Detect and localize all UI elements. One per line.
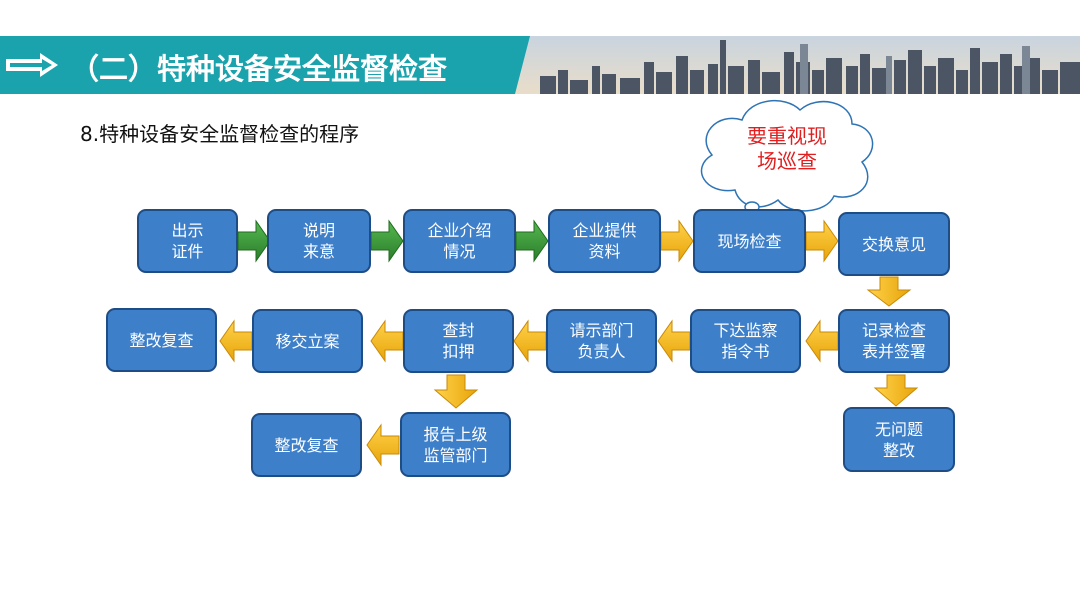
- step-record-form: 记录检查 表并签署: [838, 309, 950, 373]
- step-seal-detain: 查封 扣押: [403, 309, 514, 373]
- step-transfer-case: 移交立案: [252, 309, 363, 373]
- arrow-left-3: [513, 319, 547, 363]
- arrow-right-1: [237, 219, 271, 263]
- arrow-left-4: [370, 319, 404, 363]
- step-site-inspection: 现场检查: [693, 209, 806, 273]
- step-no-problem: 无问题 整改: [843, 407, 955, 472]
- step-company-materials: 企业提供 资料: [548, 209, 661, 273]
- step-company-intro: 企业介绍 情况: [403, 209, 516, 273]
- right-arrow-icon: [6, 53, 58, 77]
- callout-text: 要重视现 场巡查: [747, 124, 827, 173]
- arrow-left-6: [366, 423, 400, 467]
- step-report-superior: 报告上级 监管部门: [400, 412, 511, 477]
- arrow-down-1: [866, 276, 912, 307]
- arrow-right-5: [805, 219, 839, 263]
- header-banner: （二）特种设备安全监督检查: [0, 36, 1080, 94]
- step-exchange-opinions: 交换意见: [838, 212, 950, 276]
- arrow-down-2: [433, 374, 479, 409]
- arrow-left-1: [805, 319, 839, 363]
- step-ask-leader: 请示部门 负责人: [546, 309, 657, 373]
- step-show-id: 出示 证件: [137, 209, 238, 273]
- page-subtitle: 8.特种设备安全监督检查的程序: [80, 122, 360, 146]
- arrow-right-2: [370, 219, 404, 263]
- arrow-left-2: [657, 319, 691, 363]
- arrow-right-4: [660, 219, 694, 263]
- step-issue-directive: 下达监察 指令书: [690, 309, 801, 373]
- arrow-left-5: [219, 319, 253, 363]
- step-explain-purpose: 说明 来意: [267, 209, 371, 273]
- city-skyline-image: [515, 36, 1080, 94]
- step-rectify-review-1: 整改复查: [106, 308, 217, 372]
- arrow-down-3: [873, 374, 919, 407]
- arrow-right-3: [515, 219, 549, 263]
- section-title: （二）特种设备安全监督检查: [70, 52, 448, 86]
- step-rectify-review-2: 整改复查: [251, 413, 362, 477]
